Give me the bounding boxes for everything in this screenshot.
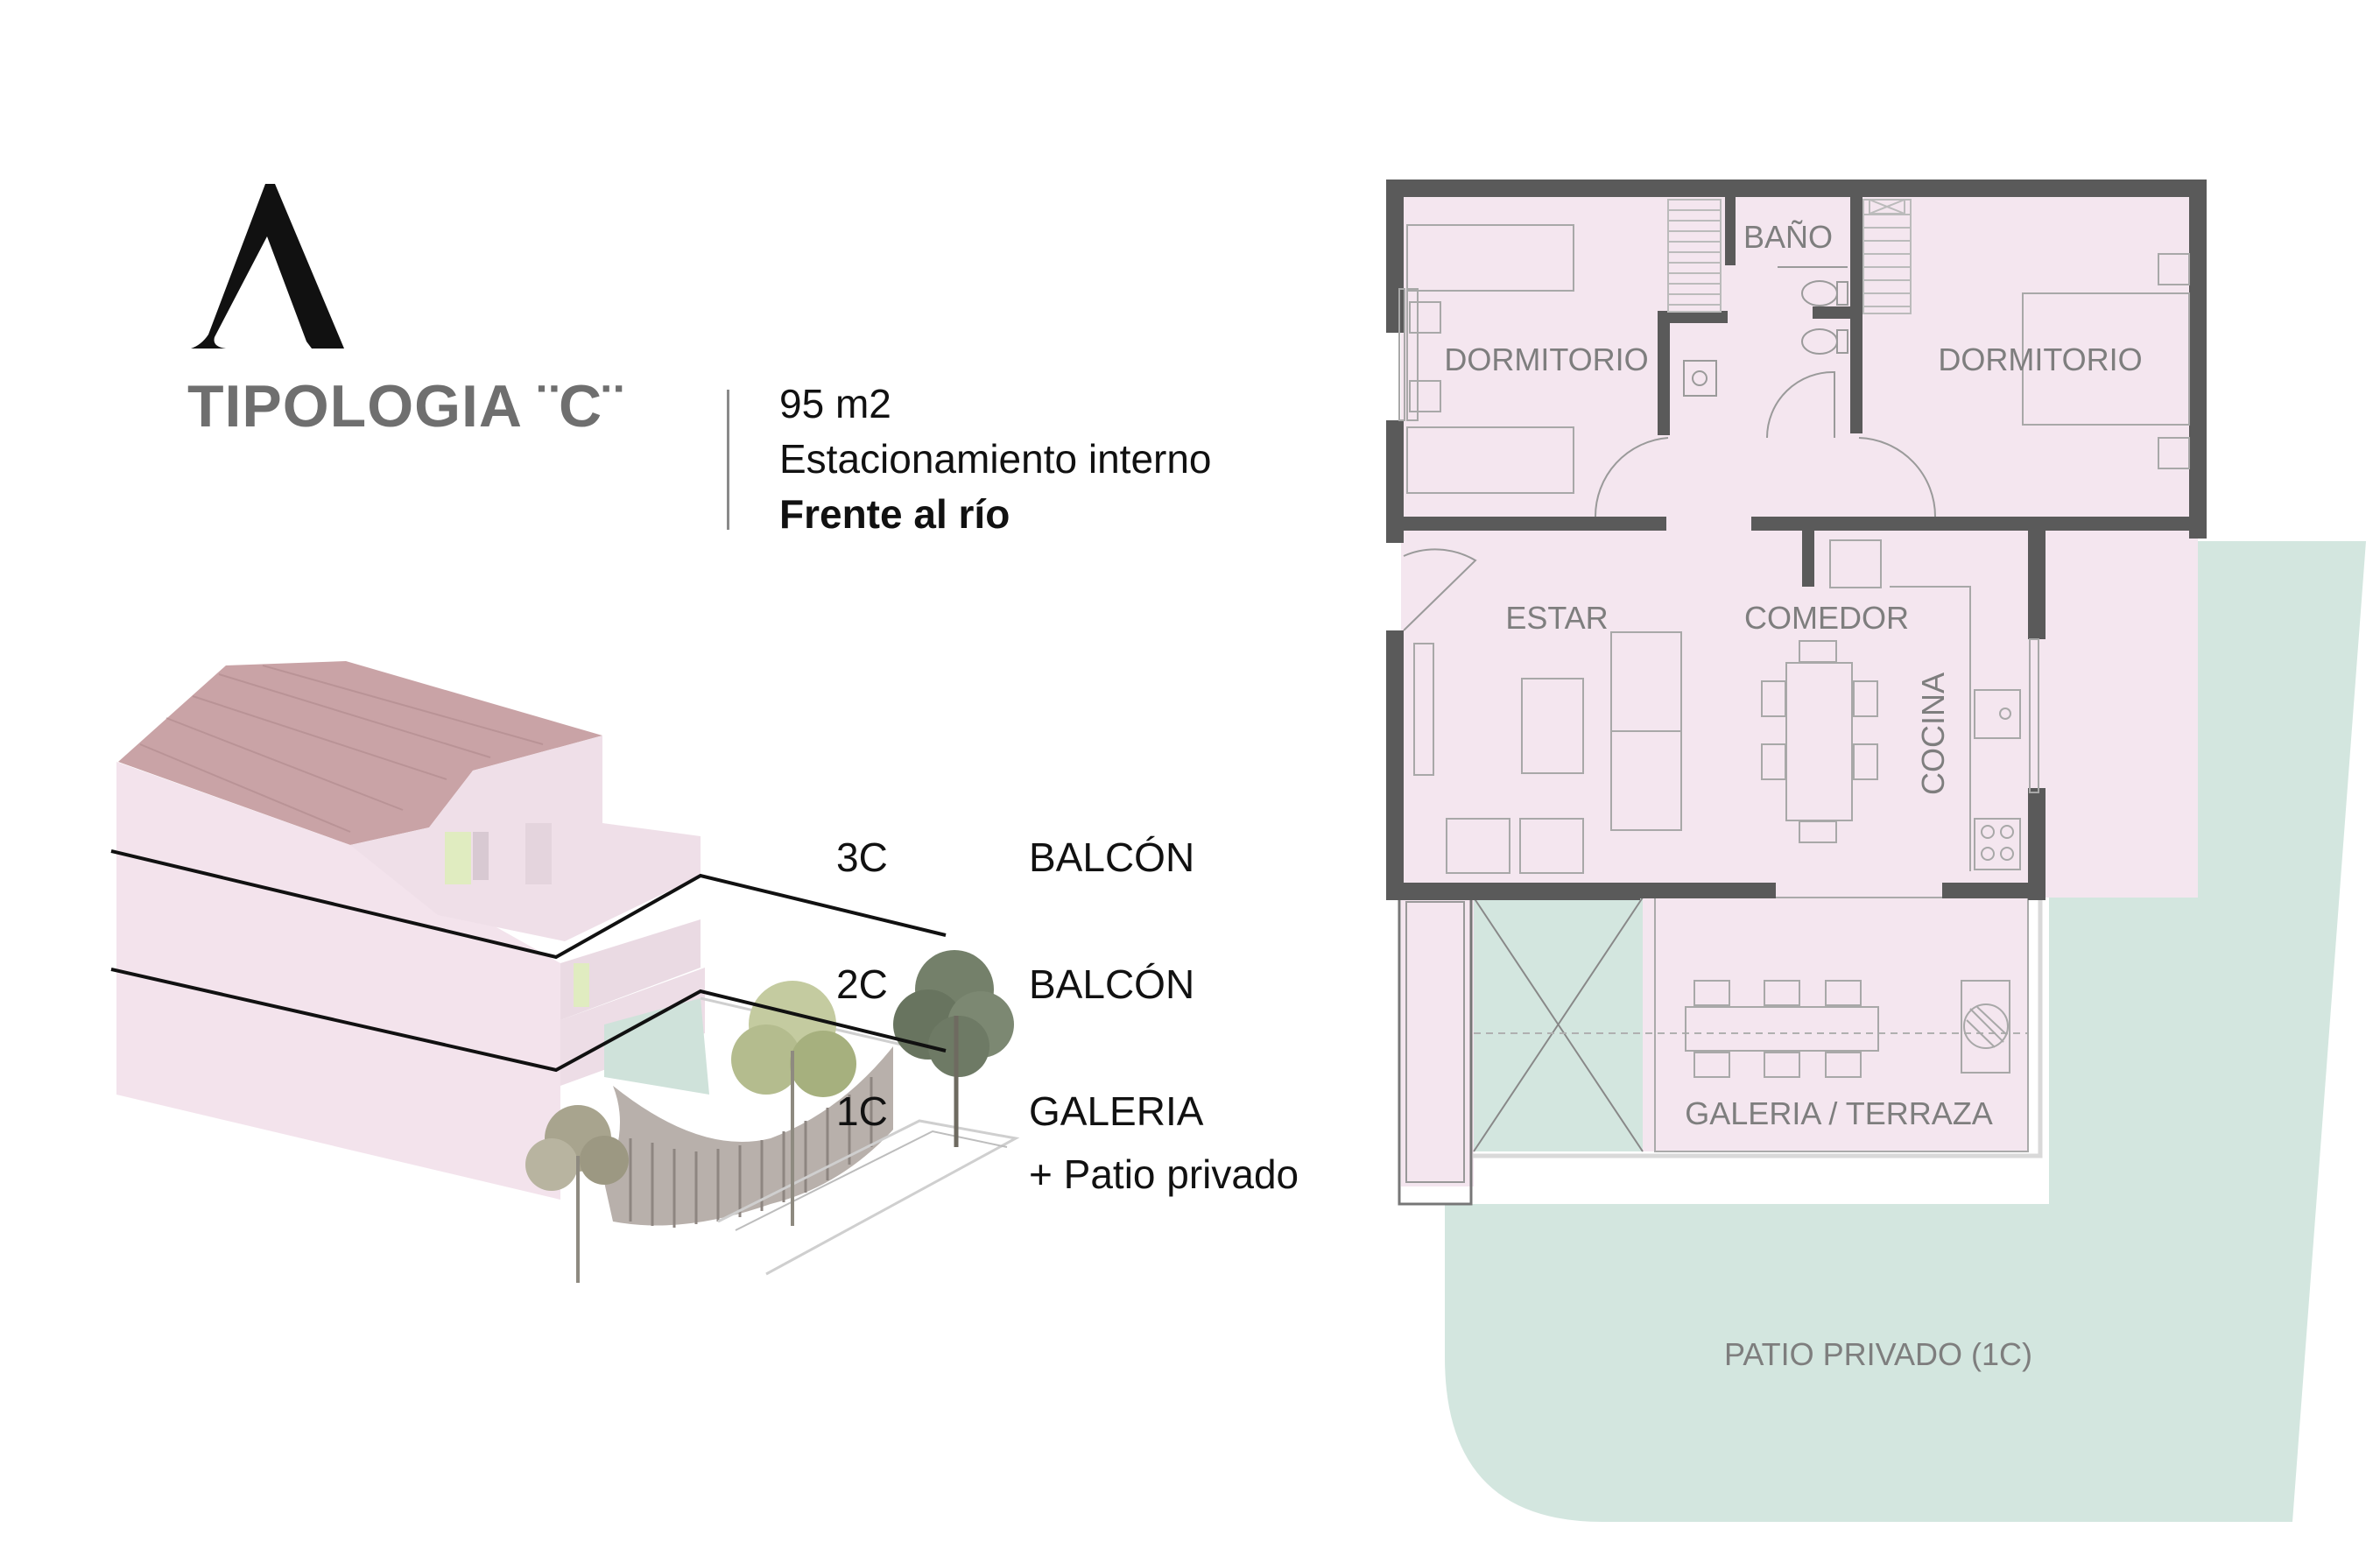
header-divider — [727, 390, 729, 530]
level-line-3c — [110, 849, 947, 960]
gallery-furniture — [1685, 980, 2010, 1078]
room-label-patio: PATIO PRIVADO (1C) — [1723, 1336, 2033, 1372]
tree-icon — [893, 950, 1014, 1147]
room-label-gallery: GALERIA / TERRAZA — [1685, 1095, 1993, 1131]
highlight-text: Frente al río — [779, 491, 1010, 537]
bedroom-right-furniture — [2022, 253, 2190, 469]
tree-icon — [525, 1105, 629, 1283]
room-label-dining: COMEDOR — [1744, 600, 1909, 636]
floor-plan — [1386, 180, 2366, 1522]
door-swings — [1403, 370, 1936, 631]
tree-icon — [731, 981, 856, 1226]
level-code-1c: 1C — [836, 1088, 888, 1134]
bedroom-left-furniture — [1398, 224, 1574, 494]
room-label-living: ESTAR — [1505, 600, 1609, 636]
building-volume-left — [116, 762, 560, 1200]
axonometric-building — [110, 661, 1020, 1283]
level-label-3c: BALCÓN — [1029, 834, 1195, 880]
stair-hatch — [1667, 199, 1912, 314]
parking-text: Estacionamiento interno — [779, 436, 1212, 482]
living-furniture — [1413, 539, 2039, 874]
level-sublabel-1c: + Patio privado — [1029, 1151, 1299, 1197]
logo-lambda-icon — [191, 184, 344, 349]
walls — [1386, 180, 2207, 900]
level-code-2c: 2C — [836, 961, 888, 1007]
level-label-1c: GALERIA — [1029, 1088, 1204, 1134]
header-info: 95 m2 Estacionamiento interno Frente al … — [779, 377, 1212, 542]
room-label-bedroom-right: DORMITORIO — [1938, 341, 2143, 377]
interior-area — [1401, 188, 2198, 898]
room-label-kitchen: COCINA — [1915, 672, 1951, 796]
bathroom-fixtures — [1683, 266, 1848, 397]
room-label-bath: BAÑO — [1743, 219, 1834, 255]
room-label-bedroom-left: DORMITORIO — [1444, 341, 1649, 377]
level-code-3c: 3C — [836, 834, 888, 880]
area-text: 95 m2 — [779, 381, 891, 426]
level-label-2c: BALCÓN — [1029, 961, 1195, 1007]
roof — [118, 661, 602, 845]
level-line-2c — [110, 968, 947, 1073]
page-title: TIPOLOGIA ¨C¨ — [187, 373, 623, 440]
